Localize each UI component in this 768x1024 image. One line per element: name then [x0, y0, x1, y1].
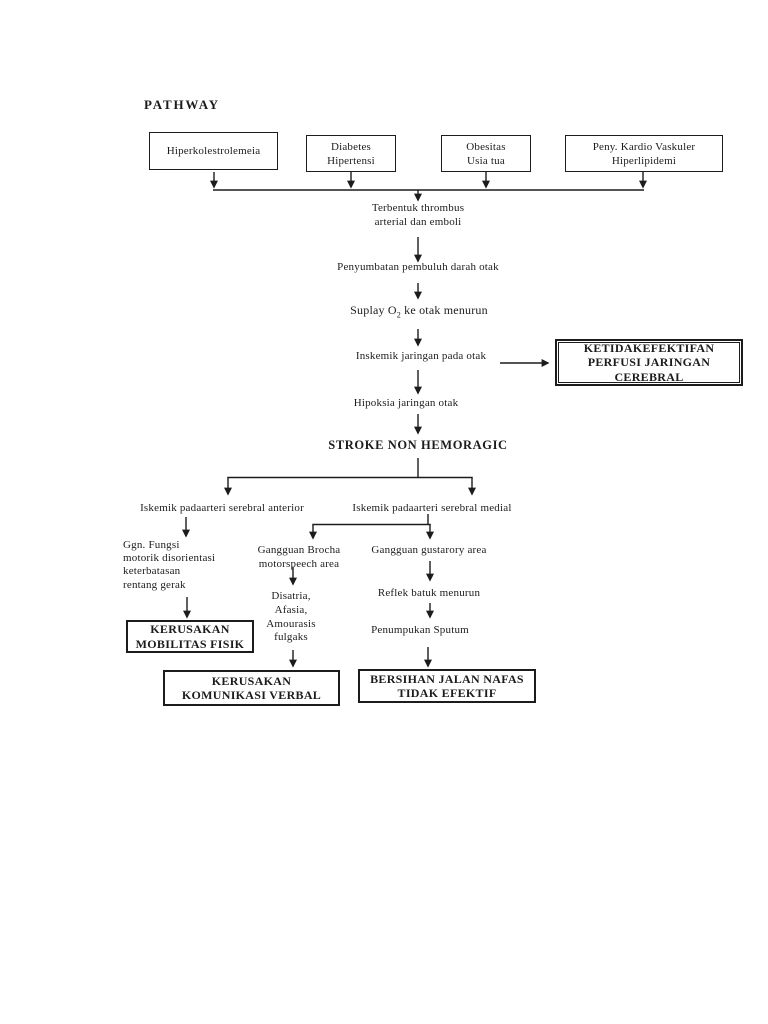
node-reflek-batuk: Reflek batuk menurun: [377, 587, 481, 599]
node-suplay-o2: Suplay O2 ke otak menurun: [350, 303, 488, 322]
risk-box-hiperkolestrolemia: Hiperkolestrolemeia: [149, 132, 278, 170]
diagnosis-box-perfusi-cerebral: KETIDAKEFEKTIFAN PERFUSI JARINGAN CEREBR…: [555, 339, 743, 386]
risk-box-diabetes-hipertensi: Diabetes Hipertensi: [306, 135, 396, 172]
node-stroke-non-hemoragic: STROKE NON HEMORAGIC: [328, 438, 508, 452]
node-serebral-anterior: Iskemik padaarteri serebral anterior: [140, 502, 304, 514]
node-iskemik-jaringan: Inskemik jaringan pada otak: [355, 350, 487, 362]
node-penyumbatan: Penyumbatan pembuluh darah otak: [337, 261, 499, 273]
node-disatria-afasia: Disatria, Afasia, Amourasis fulgaks: [266, 590, 316, 644]
diagnosis-box-mobilitas-fisik: KERUSAKAN MOBILITAS FISIK: [126, 620, 254, 653]
page-title: PATHWAY: [144, 97, 220, 112]
risk-box-kardio-vaskuler: Peny. Kardio Vaskuler Hiperlipidemi: [565, 135, 723, 172]
node-serebral-medial: Iskemik padaarteri serebral medial: [352, 502, 512, 514]
diagnosis-box-jalan-nafas: BERSIHAN JALAN NAFAS TIDAK EFEKTIF: [358, 669, 536, 703]
suplay-text-prefix: Suplay O: [350, 303, 397, 317]
node-thrombus: Terbentuk thrombus arterial dan emboli: [371, 202, 465, 228]
node-hipoksia: Hipoksia jaringan otak: [353, 397, 459, 409]
node-penumpukan-sputum: Penumpukan Sputum: [371, 624, 469, 636]
node-ggn-fungsi-motorik: Ggn. Fungsi motorik disorientasi keterba…: [123, 539, 216, 591]
suplay-subscript: 2: [396, 310, 401, 320]
node-gangguan-gustatory: Gangguan gustarory area: [371, 544, 487, 556]
suplay-text-suffix: ke otak menurun: [400, 303, 488, 317]
risk-box-obesitas-usia-tua: Obesitas Usia tua: [441, 135, 531, 172]
node-gangguan-brocha: Gangguan Brocha motorspeech area: [257, 544, 341, 570]
diagnosis-box-komunikasi-verbal: KERUSAKAN KOMUNIKASI VERBAL: [163, 670, 340, 706]
